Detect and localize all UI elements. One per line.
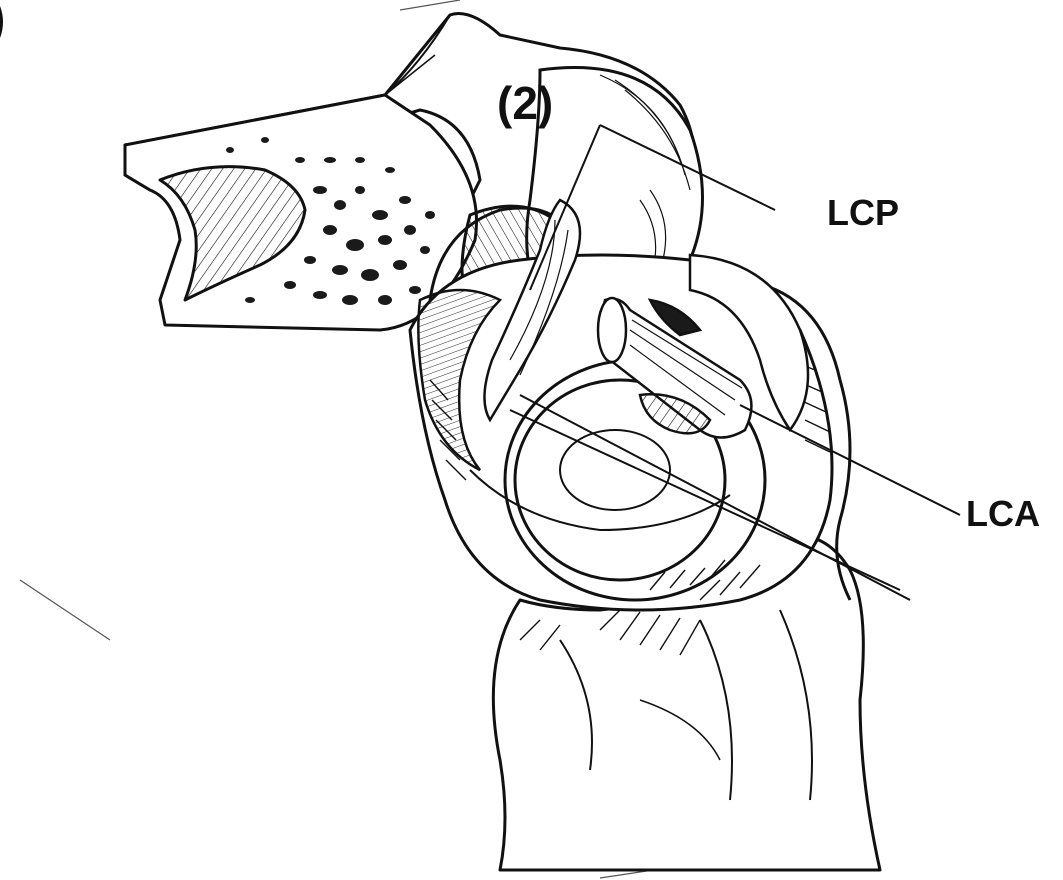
label-lca: LCA (964, 494, 1042, 534)
panel-label: (2) (497, 80, 553, 126)
label-lcp: LCP (823, 193, 903, 233)
